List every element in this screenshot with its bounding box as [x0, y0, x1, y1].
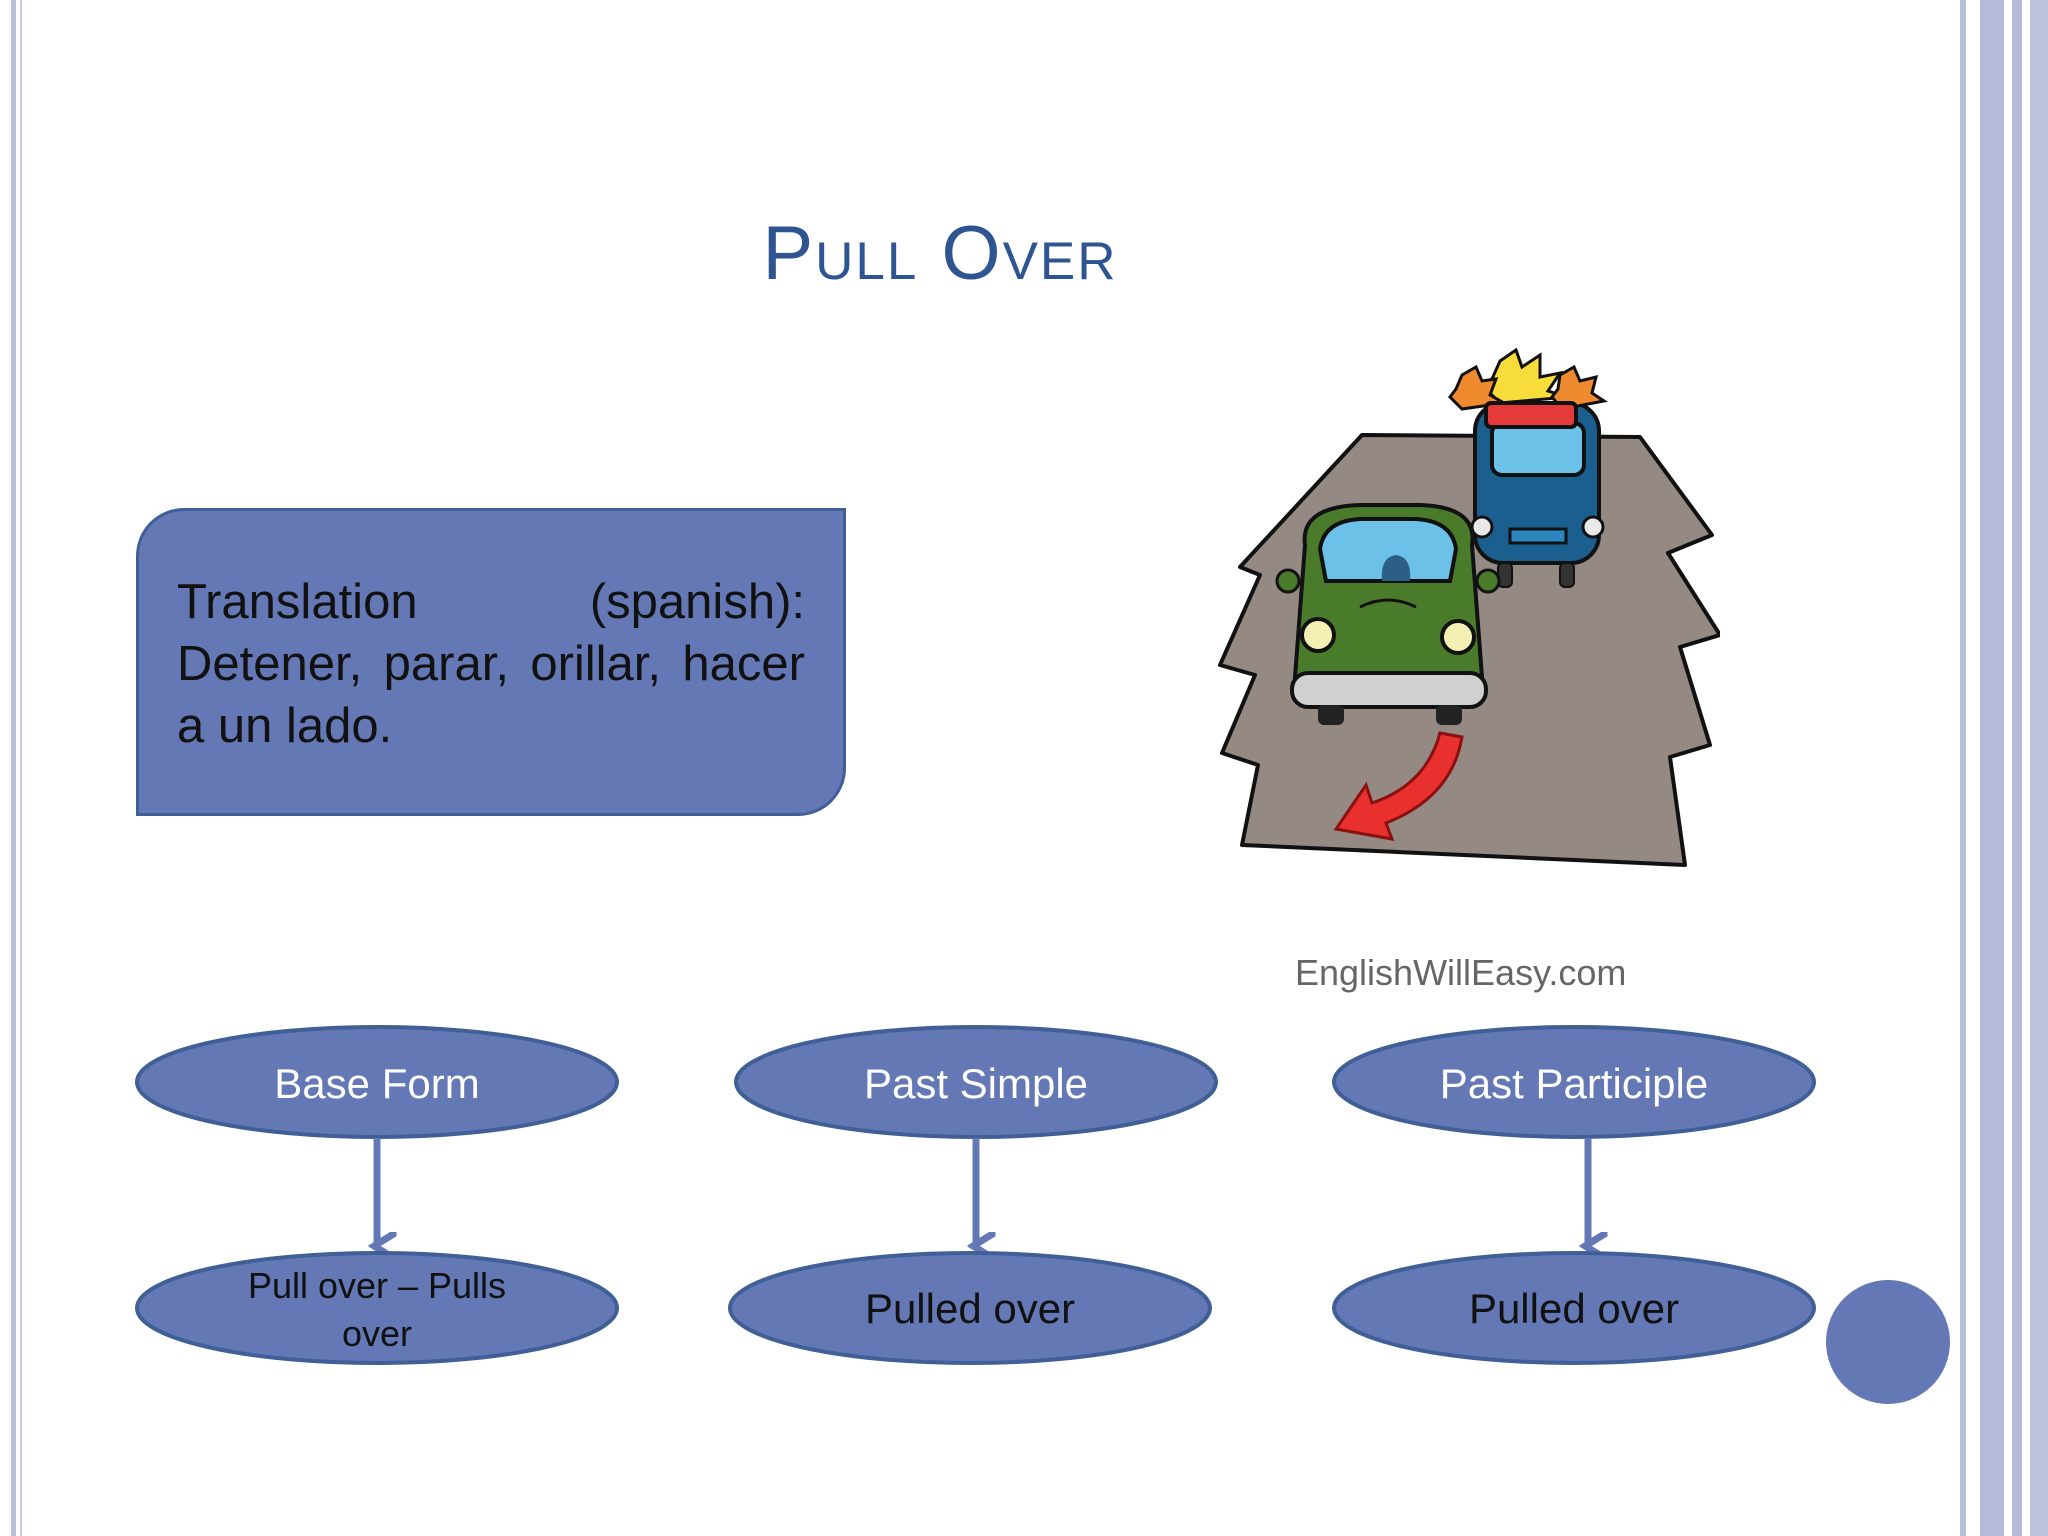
past-participle-node	[1332, 1025, 1816, 1139]
base-form-label: Base Form	[274, 1060, 479, 1107]
green-car-icon	[1275, 503, 1501, 725]
left-border-stripe-thin	[20, 0, 22, 1536]
verb-forms-diagram: Base Form Pull over – Pulls over Past Si…	[135, 1025, 1816, 1365]
translation-box: Translation (spanish): Detener, parar, o…	[136, 508, 846, 816]
base-form-value-node	[135, 1251, 619, 1365]
right-border-stripe	[2012, 0, 2022, 1536]
slide-title: Pull Over	[762, 211, 1118, 296]
right-border-stripe	[1960, 0, 1966, 1536]
base-form-column: Base Form Pull over – Pulls over	[135, 1025, 619, 1365]
right-border-stripe	[1980, 0, 2004, 1536]
past-simple-value-node	[728, 1251, 1212, 1365]
base-form-value-line-2: over	[342, 1313, 412, 1354]
base-form-value-line-1: Pull over – Pulls	[248, 1265, 506, 1306]
translation-text: Translation (spanish): Detener, parar, o…	[177, 575, 805, 753]
police-car-icon	[1470, 401, 1605, 588]
decorative-circle	[1826, 1280, 1950, 1404]
watermark-text: EnglishWillEasy.com	[1295, 952, 1627, 993]
past-participle-value: Pulled over	[1469, 1285, 1679, 1332]
right-border-stripe	[2030, 0, 2048, 1536]
past-participle-value-node	[1332, 1251, 1816, 1365]
past-simple-label: Past Simple	[864, 1060, 1088, 1107]
past-simple-value: Pulled over	[865, 1285, 1075, 1332]
past-simple-node	[734, 1025, 1218, 1139]
past-participle-column: Past Participle Pulled over	[1332, 1025, 1816, 1365]
left-border-stripe	[11, 0, 16, 1536]
base-form-node	[135, 1025, 619, 1139]
red-arrow-icon	[1333, 731, 1464, 841]
pull-over-illustration	[1218, 347, 1720, 867]
past-simple-column: Past Simple Pulled over	[728, 1025, 1218, 1365]
siren-lights-icon	[1448, 347, 1608, 429]
past-participle-label: Past Participle	[1440, 1060, 1708, 1107]
